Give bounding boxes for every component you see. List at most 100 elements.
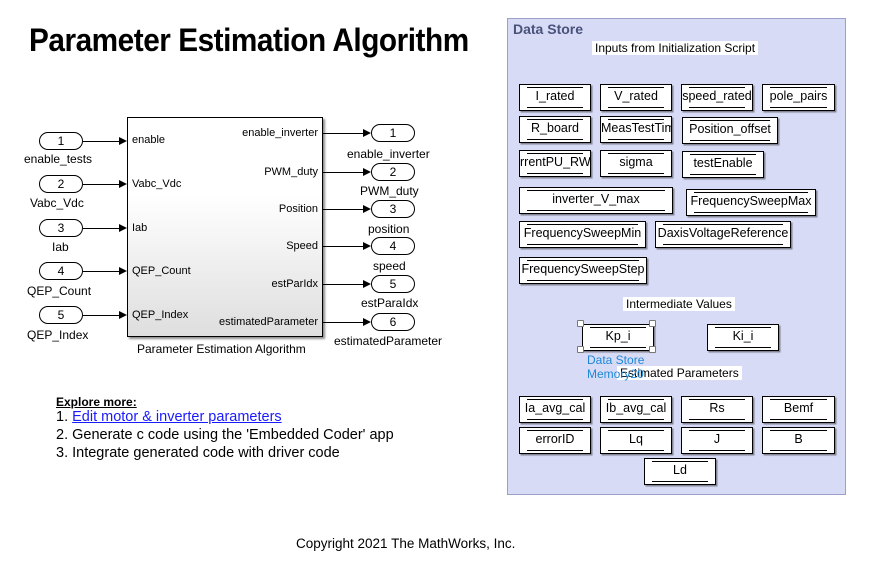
selection-handle-bottom-right[interactable] xyxy=(649,346,656,353)
data-store-ia-avg-cal[interactable]: Ia_avg_cal xyxy=(519,396,591,423)
data-store-lq[interactable]: Lq xyxy=(600,427,672,454)
arrow-out-4 xyxy=(363,242,371,250)
sub-outport-estimated-parameter: estimatedParameter xyxy=(218,316,318,328)
wire-out-1 xyxy=(323,133,363,135)
inport-5[interactable]: 5 xyxy=(39,306,83,324)
explore-item-3-prefix: 3. xyxy=(56,445,73,461)
sub-outport-position: Position xyxy=(278,203,318,215)
arrow-in-2 xyxy=(119,180,127,188)
arrow-in-5 xyxy=(119,311,127,319)
data-store-kp-i[interactable]: Kp_i xyxy=(582,324,654,351)
explore-item-1: 1. Edit motor & inverter parameters xyxy=(56,409,282,425)
intermediate-section-label: Intermediate Values xyxy=(623,297,735,311)
explore-item-3-text: Integrate generated code with driver cod… xyxy=(72,445,340,461)
data-store-frequency-sweep-min[interactable]: FrequencySweepMin xyxy=(519,221,646,248)
outport-6[interactable]: 6 xyxy=(371,313,415,331)
sub-outport-speed: Speed xyxy=(286,240,318,252)
data-store-ib-avg-cal[interactable]: Ib_avg_cal xyxy=(600,396,672,423)
wire-in-4 xyxy=(83,271,119,273)
data-store-ki-i[interactable]: Ki_i xyxy=(707,324,779,351)
selection-handle-top-right[interactable] xyxy=(649,320,656,327)
wire-in-3 xyxy=(83,228,119,230)
inport-4[interactable]: 4 xyxy=(39,262,83,280)
data-store-rs[interactable]: Rs xyxy=(681,396,753,423)
outport-4[interactable]: 4 xyxy=(371,237,415,255)
data-store-bemf[interactable]: Bemf xyxy=(762,396,835,423)
parameter-estimation-subsystem[interactable]: enable Vabc_Vdc Iab QEP_Count QEP_Index … xyxy=(127,117,323,337)
inputs-section-label: Inputs from Initialization Script xyxy=(592,41,759,55)
arrow-out-1 xyxy=(363,129,371,137)
explore-item-2: 2. Generate c code using the 'Embedded C… xyxy=(56,427,394,443)
wire-out-2 xyxy=(323,172,363,174)
diagram-title: Parameter Estimation Algorithm xyxy=(29,22,469,58)
sub-outport-est-par-idx: estParIdx xyxy=(271,278,318,290)
inport-5-label: QEP_Index xyxy=(27,328,89,342)
selected-block-caption: Data Store Memory20 xyxy=(587,353,645,381)
edit-parameters-link[interactable]: Edit motor & inverter parameters xyxy=(72,409,282,425)
data-store-frequency-sweep-step[interactable]: FrequencySweepStep xyxy=(519,257,647,284)
explore-item-2-prefix: 2. xyxy=(56,427,73,443)
data-store-title: Data Store xyxy=(513,21,584,37)
data-store-r-board[interactable]: R_board xyxy=(519,116,591,143)
data-store-test-enable[interactable]: testEnable xyxy=(682,151,764,178)
inport-3[interactable]: 3 xyxy=(39,219,83,237)
wire-in-5 xyxy=(83,315,119,317)
wire-out-3 xyxy=(323,209,363,211)
data-store-error-id[interactable]: errorID xyxy=(519,427,591,454)
data-store-pole-pairs[interactable]: pole_pairs xyxy=(762,84,835,111)
data-store-meas-test-time[interactable]: MeasTestTim xyxy=(600,116,672,143)
data-store-inverter-v-max[interactable]: inverter_V_max xyxy=(519,187,673,214)
outport-1[interactable]: 1 xyxy=(371,124,415,142)
arrow-out-6 xyxy=(363,318,371,326)
inport-3-label: Iab xyxy=(52,240,69,254)
arrow-in-3 xyxy=(119,224,127,232)
data-store-v-rated[interactable]: V_rated xyxy=(600,84,672,111)
outport-6-label: estimatedParameter xyxy=(334,334,443,348)
data-store-i-rated[interactable]: I_rated xyxy=(519,84,591,111)
wire-out-4 xyxy=(323,246,363,248)
sub-inport-qep-index: QEP_Index xyxy=(132,309,189,321)
outport-2-label: PWM_duty xyxy=(360,184,419,198)
outport-4-label: speed xyxy=(373,259,406,273)
arrow-out-2 xyxy=(363,168,371,176)
wire-out-6 xyxy=(323,322,363,324)
inport-2[interactable]: 2 xyxy=(39,175,83,193)
selection-handle-top-left[interactable] xyxy=(577,320,584,327)
data-store-sigma[interactable]: sigma xyxy=(600,150,672,177)
wire-in-2 xyxy=(83,184,119,186)
copyright-notice: Copyright 2021 The MathWorks, Inc. xyxy=(296,536,516,551)
sub-outport-enable-inverter: enable_inverter xyxy=(242,127,318,139)
outport-2[interactable]: 2 xyxy=(371,163,415,181)
sub-inport-qep-count: QEP_Count xyxy=(132,265,191,277)
data-store-j[interactable]: J xyxy=(681,427,753,454)
inport-1-label: enable_tests xyxy=(24,152,93,166)
outport-3-label: position xyxy=(368,222,410,236)
data-store-speed-rated[interactable]: speed_rated xyxy=(681,84,753,111)
sub-outport-pwm-duty: PWM_duty xyxy=(264,166,318,178)
data-store-frequency-sweep-max[interactable]: FrequencySweepMax xyxy=(686,189,816,216)
inport-4-label: QEP_Count xyxy=(27,284,92,298)
sub-inport-iab: Iab xyxy=(132,222,148,234)
arrow-out-5 xyxy=(363,280,371,288)
outport-5[interactable]: 5 xyxy=(371,275,415,293)
data-store-current-pu-rw[interactable]: rrentPU_RW xyxy=(519,150,591,177)
explore-item-2-text: Generate c code using the 'Embedded Code… xyxy=(72,427,394,443)
explore-item-1-prefix: 1. xyxy=(56,409,73,425)
arrow-in-4 xyxy=(119,267,127,275)
data-store-position-offset[interactable]: Position_offset xyxy=(682,117,778,144)
explore-heading: Explore more: xyxy=(56,395,137,409)
data-store-b[interactable]: B xyxy=(762,427,835,454)
sub-inport-enable: enable xyxy=(132,134,166,146)
data-store-daxis-voltage-reference[interactable]: DaxisVoltageReference xyxy=(655,221,791,248)
outport-5-label: estParaIdx xyxy=(361,296,419,310)
subsystem-caption: Parameter Estimation Algorithm xyxy=(137,342,306,356)
estimated-section-label: Estimated Parameters xyxy=(617,366,742,380)
data-store-ld[interactable]: Ld xyxy=(644,458,716,485)
outport-3[interactable]: 3 xyxy=(371,200,415,218)
explore-item-3: 3. Integrate generated code with driver … xyxy=(56,445,340,461)
outport-1-label: enable_inverter xyxy=(347,147,430,161)
inport-1[interactable]: 1 xyxy=(39,132,83,150)
arrow-out-3 xyxy=(363,205,371,213)
arrow-in-1 xyxy=(119,137,127,145)
selection-handle-bottom-left[interactable] xyxy=(577,346,584,353)
